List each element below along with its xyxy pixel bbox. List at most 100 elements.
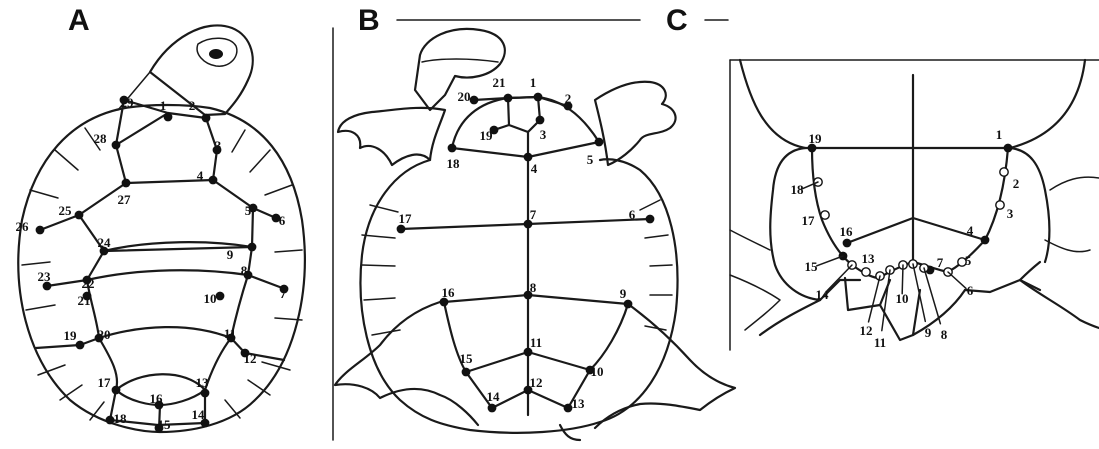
- landmark-point-c-16: [843, 239, 852, 248]
- landmark-label-c-14: 14: [816, 287, 830, 302]
- landmark-point-a-1: [164, 113, 173, 122]
- landmark-point-b-21: [504, 94, 513, 103]
- landmark-point-a-25: [75, 211, 84, 220]
- landmark-label-b-21: 21: [493, 75, 506, 90]
- landmark-label-c-13: 13: [862, 251, 876, 266]
- landmark-label-a-26: 26: [16, 219, 30, 234]
- landmark-point-b-15: [462, 368, 471, 377]
- landmark-label-a-13: 13: [196, 375, 210, 390]
- landmark-leader-c-14: [827, 265, 852, 290]
- landmark-leader-c-15: [817, 256, 843, 266]
- landmark-label-a-1: 1: [160, 98, 167, 113]
- landmark-leader-c-10: [902, 265, 903, 294]
- turtle-pupil: [209, 49, 223, 59]
- landmark-label-a-9: 9: [227, 247, 234, 262]
- landmark-label-a-29: 29: [121, 95, 135, 110]
- landmark-label-a-3: 3: [215, 138, 222, 153]
- landmark-dots-b: [397, 93, 655, 413]
- landmark-point-c-13: [862, 268, 870, 276]
- landmark-label-a-15: 15: [158, 417, 172, 432]
- landmark-label-b-3: 3: [540, 127, 547, 142]
- landmark-label-a-20: 20: [98, 327, 111, 342]
- landmark-label-b-17: 17: [399, 211, 413, 226]
- landmark-label-a-5: 5: [245, 203, 252, 218]
- vertebral-scute-border-left: [40, 100, 126, 230]
- landmark-label-a-8: 8: [241, 263, 248, 278]
- landmark-point-a-28: [112, 141, 121, 150]
- landmark-point-a-26: [36, 226, 45, 235]
- landmark-point-b-18: [448, 144, 457, 153]
- landmark-label-a-12: 12: [244, 351, 257, 366]
- landmark-label-a-27: 27: [118, 192, 132, 207]
- landmark-label-b-12: 12: [530, 375, 543, 390]
- landmark-point-b-1: [534, 93, 543, 102]
- left-forelimb: [338, 108, 445, 165]
- landmark-label-c-9: 9: [925, 325, 932, 340]
- landmark-point-a-19: [76, 341, 85, 350]
- landmark-label-c-11: 11: [874, 335, 886, 350]
- landmark-label-a-24: 24: [98, 235, 112, 250]
- landmark-label-b-11: 11: [530, 335, 542, 350]
- landmark-label-a-7: 7: [280, 286, 287, 301]
- landmark-label-b-6: 6: [629, 207, 636, 222]
- closeup-drawing: [730, 60, 1099, 350]
- right-forelimb: [595, 82, 676, 165]
- landmark-label-c-6: 6: [967, 283, 974, 298]
- landmark-label-c-19: 19: [809, 131, 823, 146]
- landmark-point-a-2: [202, 114, 211, 123]
- landmark-point-a-27: [122, 179, 131, 188]
- landmark-label-a-21: 21: [78, 293, 91, 308]
- landmark-point-a-17: [112, 386, 121, 395]
- landmark-label-c-2: 2: [1013, 176, 1020, 191]
- landmark-label-a-25: 25: [59, 203, 73, 218]
- landmark-label-a-10: 10: [204, 291, 217, 306]
- landmark-label-a-23: 23: [38, 269, 52, 284]
- landmark-label-b-7: 7: [530, 207, 537, 222]
- landmark-label-a-14: 14: [192, 407, 206, 422]
- landmark-label-a-28: 28: [94, 131, 108, 146]
- landmark-point-a-9: [248, 243, 257, 252]
- landmark-point-c-3: [996, 201, 1004, 209]
- landmark-point-c-4: [981, 236, 990, 245]
- landmark-point-b-6: [646, 215, 655, 224]
- landmark-label-a-6: 6: [279, 213, 286, 228]
- landmark-label-c-8: 8: [941, 327, 948, 342]
- landmark-label-b-13: 13: [572, 396, 586, 411]
- landmark-label-b-2: 2: [565, 91, 572, 106]
- landmark-label-b-20: 20: [458, 89, 471, 104]
- landmark-label-b-10: 10: [591, 364, 604, 379]
- landmark-label-a-16: 16: [150, 391, 164, 406]
- landmark-label-c-5: 5: [965, 253, 972, 268]
- landmark-point-c-2: [1000, 168, 1008, 176]
- landmark-label-b-4: 4: [531, 161, 538, 176]
- landmark-label-b-19: 19: [480, 128, 494, 143]
- landmark-label-c-15: 15: [805, 259, 819, 274]
- landmark-leader-c-8: [924, 268, 940, 324]
- landmark-label-b-1: 1: [530, 75, 537, 90]
- landmark-label-c-7: 7: [937, 255, 944, 270]
- landmark-point-c-17: [821, 211, 829, 219]
- landmark-label-a-2: 2: [189, 98, 196, 113]
- landmark-point-b-20: [470, 96, 479, 105]
- landmark-label-b-5: 5: [587, 152, 594, 167]
- carapace-outline: [18, 105, 304, 432]
- landmark-point-a-4: [209, 176, 218, 185]
- landmark-label-b-14: 14: [487, 389, 501, 404]
- landmark-label-c-16: 16: [840, 224, 854, 239]
- landmark-label-a-19: 19: [64, 328, 78, 343]
- landmark-point-c-1: [1004, 144, 1013, 153]
- landmark-leader-c-12: [869, 276, 880, 322]
- landmark-leader-c-6: [948, 272, 966, 288]
- landmark-label-b-16: 16: [442, 285, 456, 300]
- carapace-drawing: 1234567891011121314151617181920212223242…: [16, 25, 305, 432]
- right-hindlimb: [595, 304, 735, 428]
- landmark-point-b-14: [488, 404, 497, 413]
- landmark-label-a-4: 4: [197, 168, 204, 183]
- landmark-label-c-4: 4: [967, 223, 974, 238]
- landmark-label-b-9: 9: [620, 286, 627, 301]
- landmark-label-b-8: 8: [530, 280, 537, 295]
- landmark-point-a-10: [216, 292, 225, 301]
- landmark-label-c-3: 3: [1007, 206, 1014, 221]
- marginal-scutes: [22, 128, 302, 420]
